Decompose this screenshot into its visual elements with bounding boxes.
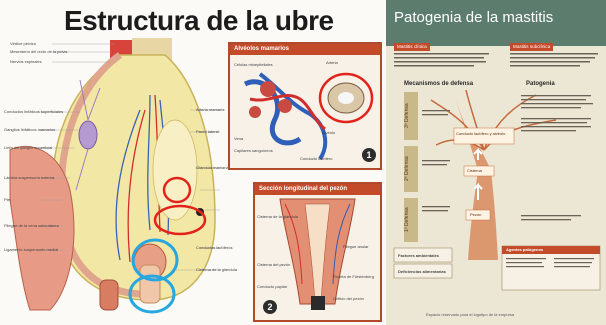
label-cisterna: Cisterna de la glándula [196,267,237,272]
teat-panel-number: 2 [263,300,277,314]
label-vertice: Vértice pélvico [10,41,36,46]
intro-text-lines [394,53,598,67]
factor-environmental: Factores ambientales [398,253,439,258]
pathogenesis-illustration [386,0,606,325]
defense-band-3: 3ª Defensa [404,92,418,140]
alveolus-cluster-2 [278,99,292,113]
alveoli-label-arteria: Arteria [326,60,338,65]
alveoli-label-conducto: Conducto lactífero [300,156,332,161]
label-glandula: Glándula mamaria [196,165,229,170]
pathogenesis-text-lines [521,95,593,220]
label-ganglios: Ganglios linfáticos mamarios [4,127,55,132]
stage-teat-label: Pezón [470,212,481,217]
alveoli-panel: Alvéolos mamarios Células mioepiteliales… [228,42,382,170]
alveolus-cluster-1 [260,81,276,97]
teat-label-cisterna-glandula: Cisterna de la glándula [257,214,298,219]
defense-band-2: 2ª Defensa [404,146,418,192]
label-arteria: Arteria mamaria [196,107,224,112]
defense-text-lines [422,110,450,211]
teat-left [100,280,118,310]
alveoli-label-alveolo: Alvéolo [322,130,335,135]
pathogens-title: Agentes patógenos [506,247,543,252]
teat-label-pliegue: Pliegue anular [343,244,369,249]
teat-label-orificio: Orificio del pezón [333,296,364,301]
teat-label-conducto: Conducto papilar [257,284,287,289]
label-pared: Pared lateral [196,129,219,134]
mammary-gland [153,120,197,220]
alveolus-cluster-3 [249,106,261,118]
footer-logo-space: Espacio reservado para el logotipo de la… [426,312,514,317]
teat-label-roseta: Roseta de Fürstenberg [333,274,374,279]
stage-cistern-label: Cisterna [467,168,482,173]
alveolus-lumen [338,92,354,104]
label-lamina: Lámina suspensoria externa [4,175,54,180]
mastitis-pathogenesis-poster: Patogenia de la mastitis Mastitis clínic… [386,0,606,325]
stage-duct-label: Conducto lactífero y alvéolo [456,131,505,136]
alveoli-panel-number: 1 [362,148,376,162]
teat [140,265,160,303]
teat-orifice [311,296,325,310]
label-nervios: Nervios espinales [10,59,42,64]
label-conductos-lact: Conductos lactíferos [196,245,232,250]
alveoli-label-vena: Vena [234,136,243,141]
udder-structure-poster: Estructura de la ubre [0,0,386,325]
label-conductos-linf: Conductos linfáticos superficiales [4,109,63,114]
defense-band-1: 1ª Defensa [404,198,418,242]
teat-label-cisterna-pezon: Cisterna del pezón [257,262,290,267]
teat-section-panel: Sección longitudinal del pezón Cisterna … [253,182,382,322]
col-defense-title: Mecanismos de defensa [404,81,473,87]
alveoli-label-capilares: Capilares sanguíneos [234,148,273,153]
duct-trunk [456,100,498,260]
label-mesenterio: Mesenterio del recto de la pelvis [10,49,67,54]
label-pliegue: Pliegue de la vena subcutánea [4,223,59,228]
alveoli-label-mioepiteliales: Células mioepiteliales [234,62,273,67]
factor-dietary: Deficiencias alimentarias [398,269,446,274]
label-piel: Piel [4,197,11,202]
col-pathogenesis-title: Patogenia [526,81,555,87]
lymph-node [79,121,97,149]
label-ligamento: Ligamento suspensorio medial [4,247,58,252]
label-linfa: Linfa del ganglio superficial [4,145,52,150]
